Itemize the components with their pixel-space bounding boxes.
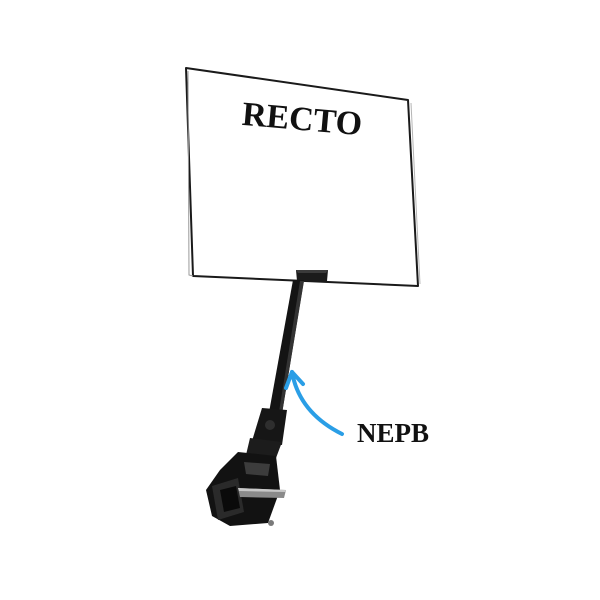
curved-arrow-icon <box>284 370 344 436</box>
nepb-label: NEPB <box>357 418 429 448</box>
sign-card: RECTO <box>185 67 421 287</box>
clip-holder-icon <box>206 270 328 526</box>
